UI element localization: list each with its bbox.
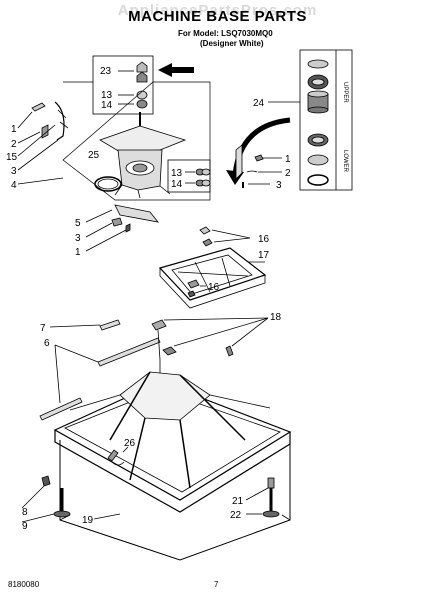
right-bracket-parts bbox=[235, 144, 282, 188]
callout-3-right: 3 bbox=[276, 180, 282, 191]
inset-box-13-14 bbox=[167, 159, 211, 193]
callout-25: 25 bbox=[88, 150, 100, 161]
callout-8: 8 bbox=[22, 507, 28, 518]
part-13-glyph bbox=[136, 90, 148, 100]
part-23-glyph bbox=[136, 61, 148, 83]
doc-number: 8180080 bbox=[8, 580, 40, 589]
callout-18: 18 bbox=[270, 312, 282, 323]
callout-14-right: 14 bbox=[171, 179, 183, 190]
callout-5: 5 bbox=[75, 218, 81, 229]
part-26-clip bbox=[107, 446, 129, 466]
callout-7: 7 bbox=[40, 323, 46, 334]
upper-seals bbox=[307, 59, 329, 114]
callout-23: 23 bbox=[100, 66, 112, 77]
part-25-ring bbox=[94, 176, 122, 192]
watermark: AppliancePartsPros.com bbox=[117, 2, 318, 19]
inset-box-top bbox=[92, 55, 154, 115]
machine-base-frame bbox=[53, 329, 292, 561]
model-line: For Model: LSQ7030MQ0 bbox=[178, 29, 273, 38]
part-14-glyph bbox=[136, 99, 148, 109]
callout-15: 15 bbox=[6, 152, 18, 163]
callout-13-right: 13 bbox=[171, 168, 183, 179]
lower-left-small-parts bbox=[85, 204, 159, 252]
callout-24: 24 bbox=[253, 98, 265, 109]
callout-labels: 23 13 14 1 2 15 3 4 25 13 14 24 1 2 3 5 … bbox=[6, 66, 291, 532]
callout-1-lower: 1 bbox=[75, 247, 81, 258]
page-number: 7 bbox=[214, 580, 219, 589]
part-6-braces bbox=[39, 337, 161, 421]
callout-3-lower: 3 bbox=[75, 233, 81, 244]
callout-21: 21 bbox=[232, 496, 244, 507]
callout-22: 22 bbox=[230, 510, 242, 521]
lower-seals bbox=[307, 133, 329, 186]
callout-3-left: 3 bbox=[11, 166, 17, 177]
inset-arrow-top bbox=[158, 63, 194, 77]
callout-9: 9 bbox=[22, 521, 28, 532]
leader-19 bbox=[93, 513, 121, 520]
callout-2-right: 2 bbox=[285, 168, 291, 179]
callout-16-top: 16 bbox=[258, 234, 270, 245]
callout-14-top: 14 bbox=[101, 100, 113, 111]
lower-label: LOWER bbox=[342, 150, 348, 173]
leveling-leg-right bbox=[245, 477, 280, 518]
callout-26: 26 bbox=[124, 438, 136, 449]
callout-13-top: 13 bbox=[101, 90, 113, 101]
part-17-frame bbox=[158, 247, 267, 309]
left-bracket-parts bbox=[17, 101, 69, 185]
callout-1-left: 1 bbox=[11, 124, 17, 135]
callout-4: 4 bbox=[11, 180, 17, 191]
callout-6: 6 bbox=[44, 338, 50, 349]
callout-1-right: 1 bbox=[285, 154, 291, 165]
upper-label: UPPER bbox=[342, 82, 348, 103]
callout-19: 19 bbox=[82, 515, 94, 526]
part-16-clips bbox=[187, 226, 251, 298]
seal-panel-24: UPPER LOWER bbox=[268, 49, 353, 191]
transmission-assembly bbox=[99, 112, 187, 199]
leveling-leg-left bbox=[21, 475, 71, 523]
callout-17: 17 bbox=[258, 250, 270, 261]
page-title: MACHINE BASE PARTS bbox=[128, 8, 307, 25]
color-line: (Designer White) bbox=[200, 39, 264, 48]
parts-7-18 bbox=[49, 317, 269, 357]
callout-16-bottom: 16 bbox=[208, 282, 220, 293]
callout-2-left: 2 bbox=[11, 139, 17, 150]
inset-frame-main bbox=[62, 81, 211, 201]
